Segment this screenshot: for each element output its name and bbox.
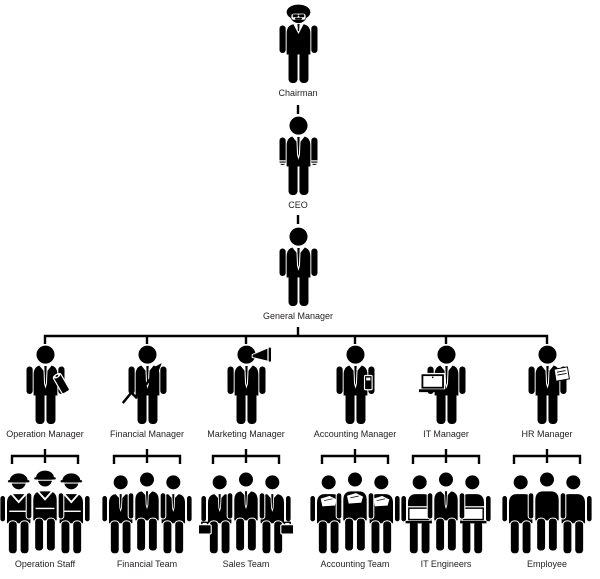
node-label: IT Manager [423, 429, 469, 439]
node-label: HR Manager [521, 429, 573, 439]
node-operation-manager: Operation Manager [0, 345, 95, 440]
node-accounting-manager: Accounting Manager [305, 345, 405, 440]
manager-calculator-icon [327, 345, 384, 425]
accounting-team-documents-group-icon [308, 468, 402, 555]
node-label: Employee [526, 559, 568, 569]
node-label: General Manager [262, 311, 334, 321]
construction-workers-group-icon [0, 468, 92, 555]
manager-documents-icon [519, 345, 576, 425]
node-accounting-team: Accounting Team [305, 468, 405, 570]
node-label: Chairman [278, 88, 318, 98]
node-marketing-manager: Marketing Manager [196, 345, 296, 440]
chairman-suit-icon [270, 4, 327, 84]
node-label: Accounting Team [320, 559, 390, 569]
employees-group-icon [500, 468, 594, 555]
node-sales-team: Sales Team [196, 468, 296, 570]
node-label: Financial Manager [109, 429, 185, 439]
node-label: Marketing Manager [207, 429, 285, 439]
node-label: Sales Team [222, 559, 270, 569]
node-it-manager: IT Manager [396, 345, 496, 440]
sales-team-briefcase-group-icon [199, 468, 293, 555]
business-team-group-icon [100, 468, 194, 555]
businessman-tie-icon [270, 227, 327, 307]
node-label: Accounting Manager [313, 429, 397, 439]
node-financial-manager: Financial Manager [97, 345, 197, 440]
manager-growth-arrow-icon [119, 345, 176, 425]
manager-megaphone-icon [218, 345, 275, 425]
node-employee: Employee [497, 468, 597, 570]
node-label: Operation Manager [6, 429, 84, 439]
node-chairman: Chairman [248, 4, 348, 99]
it-engineers-laptops-group-icon [399, 468, 493, 555]
node-label: Operation Staff [14, 559, 76, 569]
node-label: IT Engineers [420, 559, 472, 569]
node-ceo: CEO [248, 116, 348, 211]
node-financial-team: Financial Team [97, 468, 197, 570]
manager-laptop-icon [418, 345, 475, 425]
node-label: Financial Team [116, 559, 178, 569]
node-it-engineers: IT Engineers [396, 468, 496, 570]
node-label: CEO [288, 200, 308, 210]
node-operation-staff: Operation Staff [0, 468, 95, 570]
manager-blueprint-icon [17, 345, 74, 425]
node-hr-manager: HR Manager [497, 345, 597, 440]
node-general-manager: General Manager [248, 227, 348, 322]
businessman-tie-icon [270, 116, 327, 196]
